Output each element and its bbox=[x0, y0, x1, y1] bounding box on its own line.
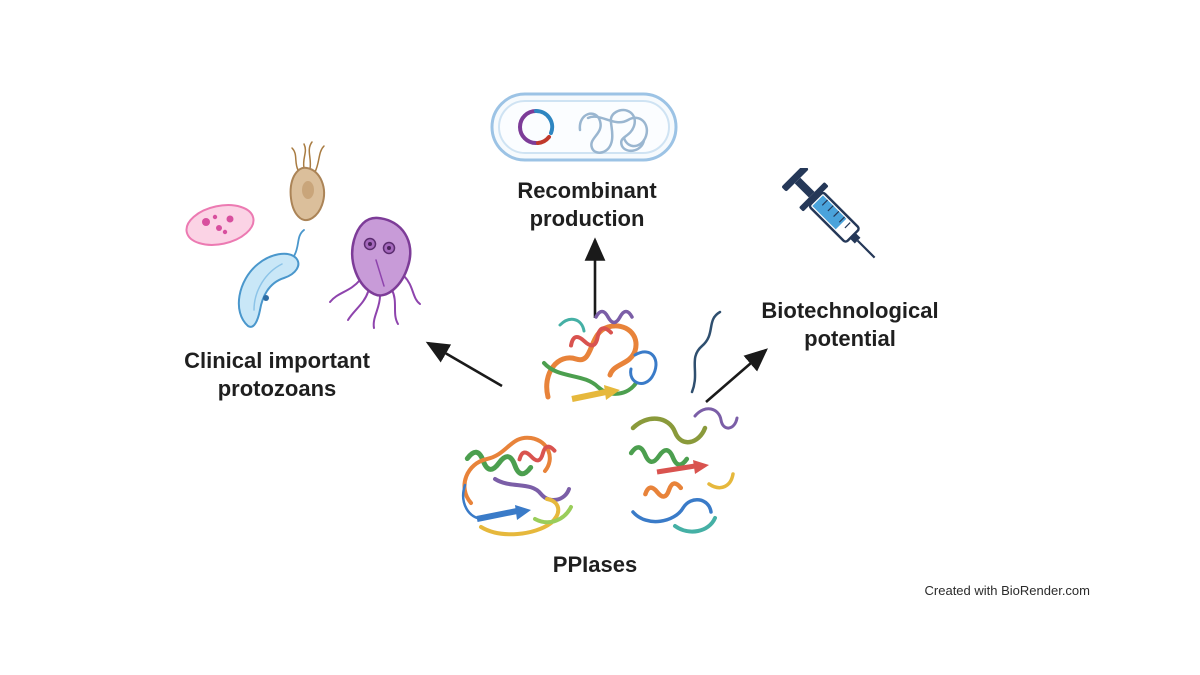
protein-structures-icon bbox=[462, 309, 739, 537]
protozoans-icon bbox=[185, 141, 421, 329]
syringe-plunger-handle bbox=[782, 168, 809, 192]
chromosomal-dna-icon bbox=[578, 108, 649, 154]
label-clinical-important-protozoans: Clinical important protozoans bbox=[157, 347, 397, 402]
label-recombinant-production: Recombinant production bbox=[467, 177, 707, 232]
label-line: Clinical important bbox=[184, 348, 370, 373]
protein-ribbon-left bbox=[462, 435, 573, 537]
protozoan-trypanosome-icon bbox=[238, 229, 305, 328]
protozoan-amoeba-icon bbox=[185, 204, 255, 246]
label-line: protozoans bbox=[217, 375, 337, 401]
cell-membrane-inner bbox=[498, 100, 670, 154]
biorender-credit: Created with BioRender.com bbox=[924, 583, 1090, 598]
label-line: potential bbox=[804, 325, 896, 351]
bacteria-cell-icon bbox=[490, 92, 678, 162]
label-line: Recombinant bbox=[517, 178, 657, 203]
protein-loop-strand bbox=[690, 310, 722, 394]
protein-ribbon-top bbox=[542, 309, 658, 402]
label-line: production bbox=[529, 205, 645, 231]
label-line: Biotechnological bbox=[761, 298, 939, 323]
protein-ribbon-right bbox=[628, 407, 739, 534]
label-ppiases: PPIases bbox=[552, 552, 638, 577]
protozoan-flagellate-icon bbox=[289, 141, 326, 222]
syringe-flange bbox=[799, 182, 829, 212]
protozoan-giardia-icon bbox=[329, 216, 421, 329]
syringe-plunger-rod bbox=[794, 177, 815, 198]
arrow-to-protozoans bbox=[425, 341, 503, 388]
syringe-icon bbox=[782, 168, 876, 259]
label-biotechnological-potential: Biotechnological potential bbox=[730, 297, 970, 352]
arrow-to-biotech bbox=[705, 348, 768, 403]
plasmid-icon bbox=[518, 108, 555, 145]
syringe-needle bbox=[856, 239, 876, 259]
syringe-liquid bbox=[812, 195, 847, 230]
syringe-nozzle bbox=[849, 232, 861, 244]
